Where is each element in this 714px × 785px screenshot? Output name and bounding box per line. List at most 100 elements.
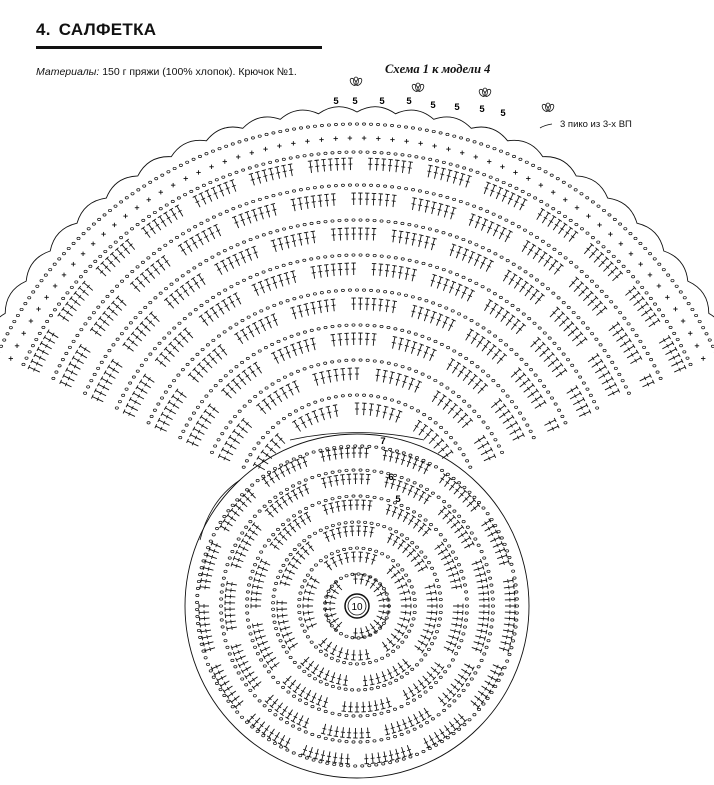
double-crochet-top-icon bbox=[258, 318, 263, 322]
double-crochet-top-icon bbox=[217, 453, 221, 458]
double-crochet-bar-icon bbox=[448, 518, 453, 522]
double-crochet-top-icon bbox=[276, 614, 279, 619]
chain-icon bbox=[135, 265, 140, 269]
double-crochet-bar-icon bbox=[216, 229, 221, 232]
chain-icon bbox=[281, 263, 286, 267]
chain-icon bbox=[664, 319, 669, 324]
chain-icon bbox=[259, 309, 264, 313]
chain-icon bbox=[469, 677, 474, 681]
double-crochet-bar-icon bbox=[172, 213, 177, 216]
chain-icon bbox=[461, 453, 466, 457]
chain-icon bbox=[412, 698, 416, 702]
chain-icon bbox=[612, 217, 617, 221]
double-crochet-bar-icon bbox=[570, 388, 574, 393]
double-crochet-bar-icon bbox=[397, 629, 401, 634]
double-crochet-bar-icon bbox=[486, 264, 491, 268]
chain-icon bbox=[362, 183, 366, 187]
double-crochet-bar-icon bbox=[337, 678, 342, 680]
double-crochet-top-icon bbox=[264, 278, 269, 281]
chain-icon bbox=[271, 614, 276, 618]
double-crochet-bar-icon bbox=[504, 274, 509, 278]
chain-icon bbox=[234, 322, 239, 326]
double-crochet-top-icon bbox=[270, 239, 276, 242]
double-crochet-top-icon bbox=[281, 634, 285, 639]
double-crochet-top-icon bbox=[458, 283, 463, 286]
double-crochet-top-icon bbox=[649, 306, 653, 312]
chain-icon bbox=[292, 297, 297, 301]
double-crochet-top-icon bbox=[471, 666, 475, 671]
double-crochet-top-icon bbox=[496, 223, 501, 227]
double-crochet-bar-icon bbox=[502, 194, 507, 198]
double-crochet-bar-icon bbox=[150, 227, 154, 231]
double-crochet-bar-icon bbox=[337, 532, 342, 534]
chain-icon bbox=[393, 473, 397, 477]
chain-icon bbox=[529, 232, 533, 236]
double-crochet-top-icon bbox=[285, 383, 290, 387]
chain-icon bbox=[469, 318, 474, 323]
double-crochet-top-icon bbox=[228, 434, 232, 440]
chain-icon bbox=[367, 547, 372, 552]
chain-icon bbox=[346, 764, 351, 768]
chain-icon bbox=[248, 237, 253, 242]
double-crochet-bar-icon bbox=[419, 714, 424, 717]
double-crochet-top-icon bbox=[265, 660, 270, 665]
chain-icon bbox=[342, 660, 347, 665]
double-crochet-top-icon bbox=[302, 611, 305, 616]
chain-icon bbox=[92, 372, 97, 377]
chain-icon bbox=[75, 333, 80, 338]
double-crochet-top-icon bbox=[327, 734, 332, 736]
double-crochet-bar-icon bbox=[243, 333, 248, 337]
double-crochet-bar-icon bbox=[267, 652, 270, 657]
double-crochet-bar-icon bbox=[245, 667, 249, 671]
chain-icon bbox=[335, 549, 340, 553]
double-crochet-bar-icon bbox=[305, 237, 310, 240]
double-crochet-bar-icon bbox=[182, 336, 186, 340]
double-crochet-bar-icon bbox=[273, 544, 277, 549]
chain-icon bbox=[325, 447, 330, 451]
chain-icon bbox=[473, 537, 478, 541]
chain-icon bbox=[317, 501, 321, 505]
double-crochet-bar-icon bbox=[367, 505, 372, 507]
double-crochet-top-icon bbox=[409, 596, 412, 601]
chain-icon bbox=[15, 313, 20, 318]
double-crochet-bar-icon bbox=[293, 493, 298, 497]
fan-row bbox=[27, 157, 687, 373]
double-crochet-bar-icon bbox=[364, 653, 370, 655]
double-crochet-top-icon bbox=[407, 589, 411, 594]
chain-icon bbox=[196, 628, 201, 633]
double-crochet-bar-icon bbox=[560, 227, 564, 231]
chain-icon bbox=[224, 144, 229, 148]
double-crochet-bar-icon bbox=[298, 490, 303, 494]
double-crochet-bar-icon bbox=[246, 216, 251, 219]
double-crochet-top-icon bbox=[401, 539, 406, 543]
double-crochet-bar-icon bbox=[131, 405, 134, 410]
double-crochet-top-icon bbox=[154, 423, 158, 429]
double-crochet-bar-icon bbox=[391, 306, 396, 308]
double-crochet-top-icon bbox=[518, 276, 524, 281]
chain-icon bbox=[337, 469, 342, 473]
chain-icon bbox=[668, 325, 673, 329]
double-crochet-bar-icon bbox=[447, 647, 450, 651]
double-crochet-top-icon bbox=[229, 699, 234, 704]
double-crochet-bar-icon bbox=[371, 582, 375, 586]
double-crochet-top-icon bbox=[431, 630, 434, 636]
chain-icon bbox=[281, 157, 286, 161]
double-crochet-bar-icon bbox=[274, 442, 278, 446]
chain-icon bbox=[666, 273, 671, 277]
chain-icon bbox=[257, 699, 262, 703]
chain-icon bbox=[334, 580, 338, 584]
double-crochet-top-icon bbox=[216, 678, 219, 683]
double-crochet-bar-icon bbox=[413, 492, 418, 495]
chain-icon bbox=[556, 296, 561, 300]
chain-icon bbox=[215, 681, 219, 685]
chain-icon bbox=[581, 321, 586, 325]
chain-icon bbox=[462, 399, 467, 403]
chain-icon bbox=[236, 537, 241, 541]
chain-icon bbox=[121, 393, 126, 397]
chain-icon bbox=[391, 649, 396, 653]
double-crochet-bar-icon bbox=[231, 184, 236, 188]
double-crochet-bar-icon bbox=[444, 513, 448, 518]
double-crochet-top-icon bbox=[266, 735, 271, 739]
double-crochet-top-icon bbox=[442, 394, 447, 398]
double-crochet-bar-icon bbox=[417, 561, 421, 566]
